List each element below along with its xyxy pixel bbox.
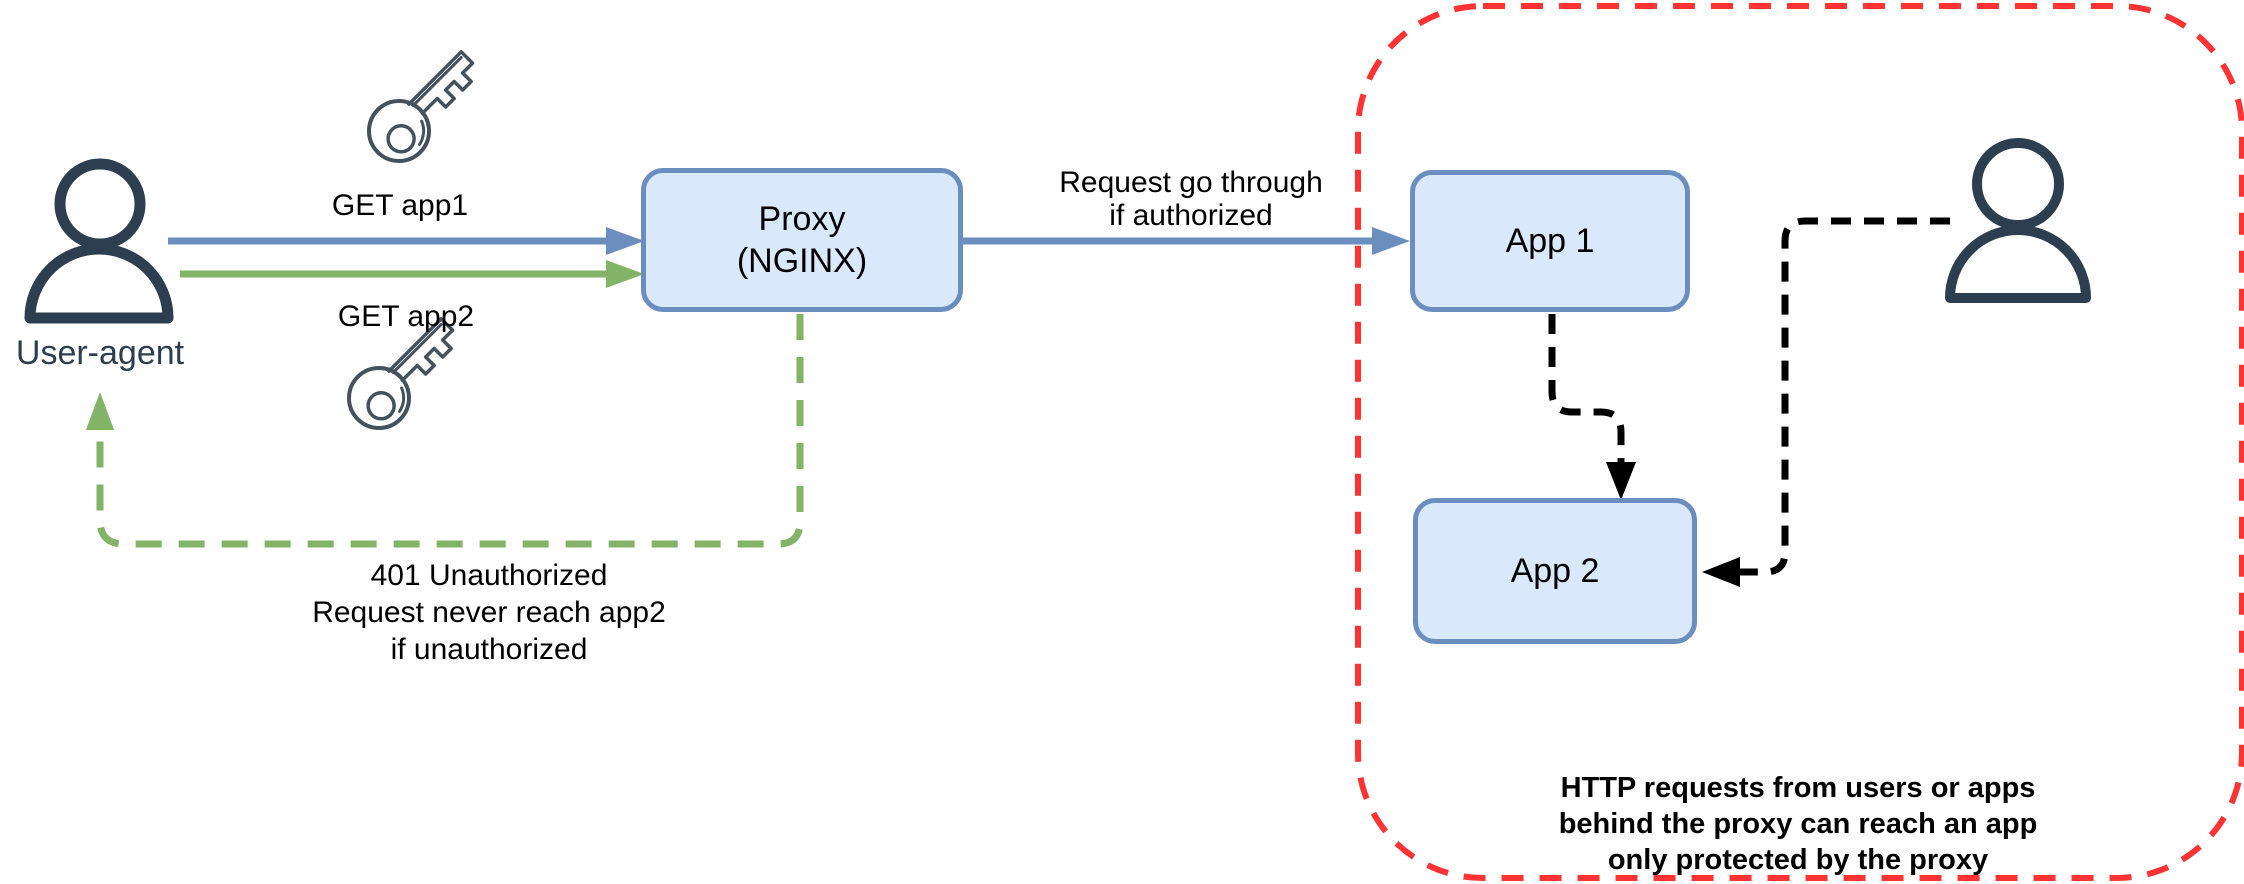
authorized-edge-label-line1: Request go through	[1059, 166, 1323, 199]
internal-user-to-app2-arrow	[1702, 217, 1950, 587]
proxy-node: Proxy (NGINX)	[641, 168, 963, 312]
unauthorized-edge-label-line2: Request never reach app2	[312, 596, 666, 629]
unauthorized-edge-label-line1: 401 Unauthorized	[370, 559, 608, 592]
unauthorized-edge-label: 401 Unauthorized Request never reach app…	[289, 557, 689, 668]
user-icon	[24, 158, 174, 324]
get-app1-label: GET app1	[331, 189, 469, 222]
authorized-edge-label: Request go through if authorized	[1036, 166, 1346, 232]
user-agent-label: User-agent	[15, 334, 185, 372]
protected-zone-note-line3: only protected by the proxy	[1607, 844, 1989, 876]
internal-user-icon-head	[1972, 138, 2064, 230]
protected-zone-note: HTTP requests from users or apps behind …	[1513, 770, 2083, 878]
app1-label: App 1	[1505, 222, 1595, 260]
internal-user-icon-body	[1945, 225, 2091, 303]
proxy-label-line1: Proxy	[758, 200, 846, 238]
user-icon-head	[54, 158, 146, 250]
app1-to-app2-arrow	[1548, 314, 1636, 500]
protected-zone-note-line2: behind the proxy can reach an app	[1558, 808, 2038, 840]
key-icon-app1	[367, 50, 475, 163]
authorized-edge-label-line2: if authorized	[1109, 199, 1273, 232]
get-app2-label: GET app2	[337, 300, 475, 333]
unauthorized-return-arrow	[86, 314, 804, 548]
app2-label: App 2	[1510, 552, 1600, 590]
proxy-label-line2: (NGINX)	[736, 242, 868, 280]
protected-zone-note-line1: HTTP requests from users or apps	[1560, 772, 2036, 804]
app1-node: App 1	[1410, 170, 1690, 312]
app2-node: App 2	[1413, 498, 1697, 644]
key-icon-app2	[347, 317, 455, 430]
protected-zone-boundary	[1355, 3, 2244, 881]
unauthorized-edge-label-line3: if unauthorized	[390, 633, 588, 666]
user-icon-body	[24, 243, 174, 324]
internal-user-icon	[1945, 138, 2091, 303]
